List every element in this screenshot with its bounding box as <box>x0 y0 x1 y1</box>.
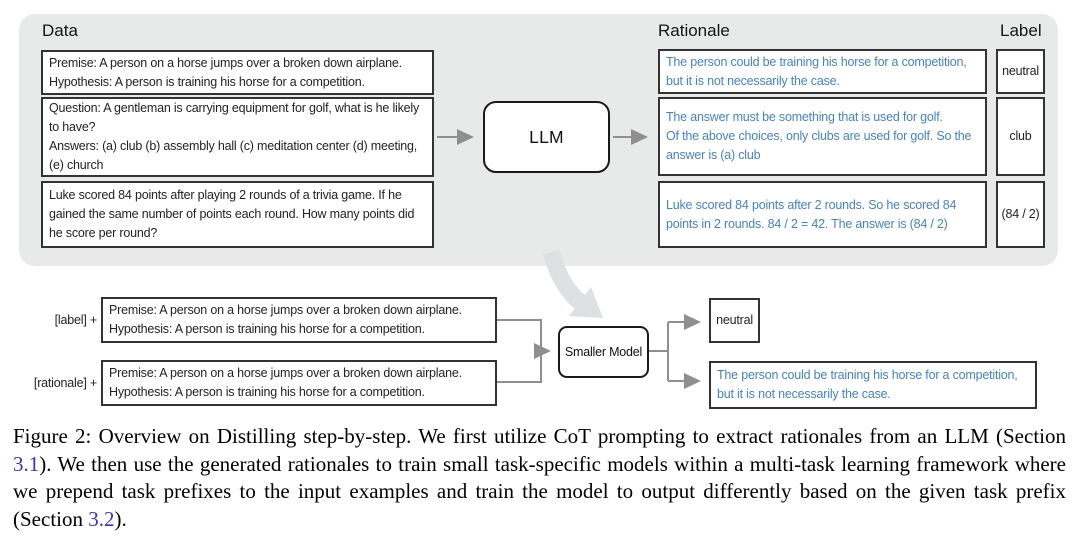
rationale-nli: The person could be training his horse f… <box>658 49 987 94</box>
smaller-model-node: Smaller Model <box>558 326 649 378</box>
caption-text-2: ). We then use the generated rationales … <box>13 451 1066 531</box>
input-example-rationale-route: Premise: A person on a horse jumps over … <box>101 360 497 406</box>
label-math: (84 / 2) <box>996 181 1045 248</box>
rationale-task-prefix: [rationale] + <box>33 376 97 390</box>
label-column-header: Label <box>1000 21 1042 40</box>
outputs-split-connector <box>649 314 701 389</box>
section-3-1-link[interactable]: 3.1 <box>13 451 40 476</box>
input-example-label-route: Premise: A person on a horse jumps over … <box>101 297 497 343</box>
data-example-qa: Question: A gentleman is carrying equipm… <box>41 97 434 177</box>
llm-node-label: LLM <box>529 126 564 147</box>
llm-node: LLM <box>483 101 610 173</box>
caption-text-3: ). <box>114 506 127 531</box>
caption-text-1: Figure 2: Overview on Distilling step-by… <box>13 424 1066 448</box>
output-label-box: neutral <box>709 298 760 343</box>
section-3-2-link[interactable]: 3.2 <box>88 506 115 531</box>
smaller-model-label: Smaller Model <box>564 345 643 359</box>
output-rationale-box: The person could be training his horse f… <box>709 361 1037 409</box>
label-task-prefix: [label] + <box>54 313 98 327</box>
data-example-math: Luke scored 84 points after playing 2 ro… <box>41 181 434 248</box>
inputs-merge-connector <box>497 319 551 383</box>
rationale-math: Luke scored 84 points after 2 rounds. So… <box>658 181 987 248</box>
rationale-column-header: Rationale <box>658 21 730 40</box>
data-example-nli: Premise: A person on a horse jumps over … <box>41 50 434 95</box>
rationale-qa: The answer must be something that is use… <box>658 97 987 176</box>
data-column-header: Data <box>42 21 78 40</box>
label-nli: neutral <box>996 49 1045 94</box>
label-qa: club <box>996 97 1045 176</box>
figure-caption: Figure 2: Overview on Distilling step-by… <box>13 423 1066 533</box>
